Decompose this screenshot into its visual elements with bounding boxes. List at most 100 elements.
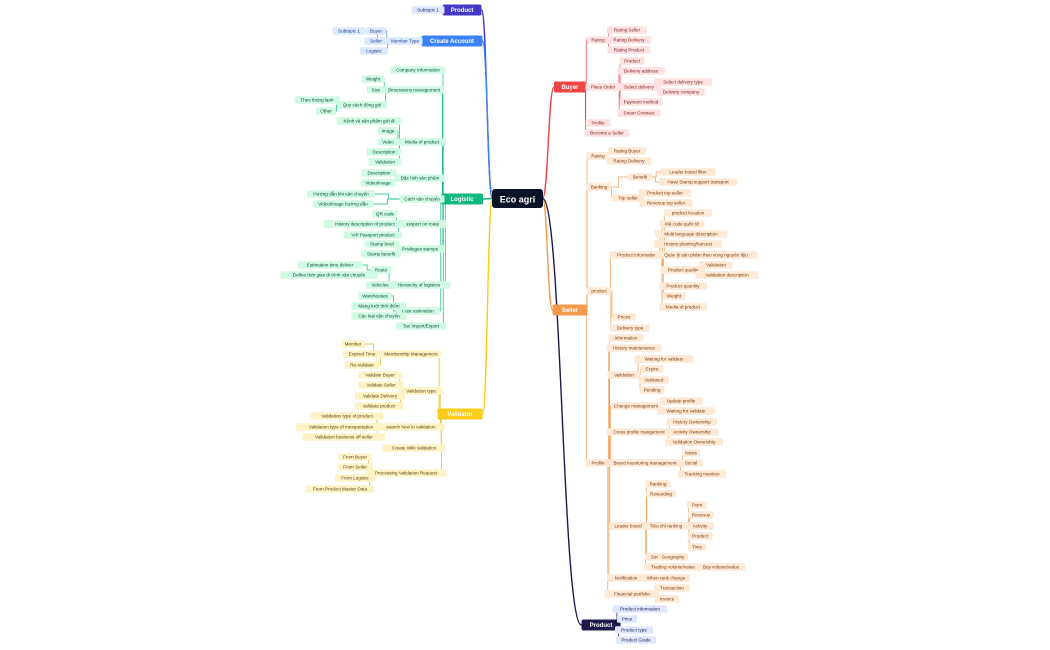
- topic-node-acc-sub[interactable]: Subtopic 1: [332, 27, 366, 35]
- topic-node-s-lb3[interactable]: Tiêu chí ranking: [642, 522, 690, 530]
- topic-node-b-prof[interactable]: Profile: [585, 119, 611, 127]
- topic-node-v-pv4[interactable]: From Product Master Data: [306, 485, 374, 493]
- topic-node-l-pass[interactable]: Passport on route: [396, 220, 446, 228]
- topic-node-s-profile[interactable]: Profile: [585, 459, 611, 467]
- topic-node-s-fp1[interactable]: Transaction: [654, 584, 690, 592]
- topic-node-s-ben[interactable]: Benefit: [627, 173, 653, 181]
- topic-node-b-sd2[interactable]: Delivery company: [657, 88, 705, 96]
- topic-node-s-t2[interactable]: Revenue: [688, 511, 714, 519]
- topic-node-b-po5[interactable]: Smart Contract: [617, 109, 661, 117]
- topic-node-s-prod[interactable]: product: [586, 287, 612, 295]
- topic-node-s-cm2[interactable]: Waiting for validate: [657, 407, 715, 415]
- topic-node-s-pi3[interactable]: Multi language description: [654, 230, 728, 238]
- topic-node-b-po1[interactable]: Product: [619, 57, 645, 65]
- topic-node-s-lb1[interactable]: Ranking: [645, 480, 671, 488]
- topic-node-s-pi6[interactable]: Product quantity: [659, 282, 707, 290]
- topic-node-l-w3[interactable]: Các loại vận chuyển: [351, 312, 407, 320]
- topic-node-s-t1[interactable]: Point: [687, 501, 707, 509]
- topic-node-s-v1[interactable]: Waiting for validate: [635, 355, 693, 363]
- topic-node-s-rating[interactable]: Rating: [586, 152, 610, 160]
- topic-node-l-priv[interactable]: Privileges stamps: [395, 245, 445, 253]
- topic-node-s-v4[interactable]: Pending: [639, 386, 665, 394]
- topic-node-s-notif[interactable]: Notification: [607, 574, 645, 582]
- topic-node-l-other[interactable]: Other: [316, 107, 336, 115]
- topic-node-l-w2[interactable]: Mạng lưới thời điểm: [351, 302, 407, 310]
- topic-node-v-vt1[interactable]: Validate Buyer: [358, 371, 402, 379]
- topic-node-s-pi2[interactable]: Mã code quốc tế: [659, 220, 705, 228]
- topic-node-acc-buyer[interactable]: Buyer: [366, 27, 386, 35]
- topic-node-v-pv[interactable]: Processing Validation Request: [366, 469, 446, 477]
- topic-node-l-weight[interactable]: Weight: [361, 75, 385, 83]
- topic-node-s-geo[interactable]: Geography: [658, 553, 688, 561]
- topic-node-l-d2[interactable]: Video/image: [360, 179, 396, 187]
- topic-node-l-p2[interactable]: History description of product: [323, 220, 407, 228]
- topic-node-v-rh3[interactable]: Validation business off seller: [302, 433, 386, 441]
- topic-node-s-top1[interactable]: Product top seller: [638, 189, 692, 197]
- topic-node-l-d1[interactable]: Description: [361, 169, 397, 177]
- topic-node-b-rating[interactable]: Rating: [586, 36, 610, 44]
- topic-node-l-s1[interactable]: Stamp level: [364, 240, 400, 248]
- topic-node-s-cm[interactable]: Change management: [611, 402, 661, 410]
- topic-node-l-c2[interactable]: Video/image hướng dẫn: [313, 200, 373, 208]
- central-topic[interactable]: Eco agri: [492, 189, 543, 208]
- topic-node-v-mm2[interactable]: Expired Time: [343, 350, 381, 358]
- topic-node-s-r2[interactable]: Rating Delivery: [606, 157, 652, 165]
- topic-node-p-sub[interactable]: Subtopic 1: [411, 6, 445, 14]
- topic-node-v-rh[interactable]: Research how to validation: [371, 423, 445, 431]
- topic-node-p2-1[interactable]: Product information: [612, 605, 668, 613]
- topic-node-s-fp2[interactable]: Invoice: [654, 595, 680, 603]
- topic-node-v-pv2[interactable]: From Seller: [337, 463, 373, 471]
- topic-node-l-p1[interactable]: QR code: [372, 210, 398, 218]
- topic-node-b-r3[interactable]: Rating Product: [607, 46, 651, 54]
- topic-node-b-bas[interactable]: Become a Seller: [584, 129, 630, 137]
- topic-node-s-cp3[interactable]: Validation Ownership: [665, 438, 723, 446]
- topic-node-s-top[interactable]: Top seller: [611, 194, 645, 202]
- topic-node-prod2[interactable]: Product: [581, 619, 621, 631]
- topic-node-s-pi7[interactable]: Weight: [662, 292, 686, 300]
- topic-node-s-bm1[interactable]: News: [682, 449, 700, 457]
- topic-node-s-bank[interactable]: Banking: [586, 183, 612, 191]
- topic-node-seller[interactable]: Seller: [552, 304, 588, 316]
- topic-node-s-t3[interactable]: Activity: [686, 522, 714, 530]
- topic-node-l-dim[interactable]: Dimensions management: [384, 86, 444, 94]
- topic-node-s-bm[interactable]: Brand monitoring management: [607, 459, 683, 467]
- topic-node-s-r1[interactable]: Rating Buyer: [608, 147, 646, 155]
- topic-node-v-rh1[interactable]: Validation type of product: [310, 412, 384, 420]
- topic-node-l-theo[interactable]: Theo thùng lạnh: [294, 96, 340, 104]
- topic-node-v-pv3[interactable]: From Logistic: [335, 474, 375, 482]
- topic-node-p2-2[interactable]: Price: [617, 615, 637, 623]
- topic-node-l-p3[interactable]: VIP Passport product: [344, 231, 402, 239]
- topic-node-s-wrc[interactable]: When rank change: [642, 574, 690, 582]
- topic-node-l-quy[interactable]: Quy cách đóng gói: [337, 101, 387, 109]
- topic-node-b-po[interactable]: Place Order: [585, 83, 621, 91]
- topic-node-s-top2[interactable]: Revenue top seller: [639, 199, 693, 207]
- topic-node-l-dac[interactable]: Đặc tính sản phẩm: [395, 174, 445, 182]
- topic-node-l-m4[interactable]: Description: [366, 148, 402, 156]
- topic-node-s-ben2[interactable]: Have Stamp support transport: [659, 178, 737, 186]
- topic-node-v-vt2[interactable]: Validate Seller: [358, 381, 404, 389]
- topic-node-s-pq[interactable]: Product quality: [660, 266, 706, 274]
- topic-node-v-vt4[interactable]: Validate product: [355, 402, 403, 410]
- topic-node-s-lb2[interactable]: Rewarding: [646, 490, 676, 498]
- topic-node-l-c1[interactable]: Hướng dẫn khi vận chuyển: [307, 190, 375, 198]
- topic-node-l-media[interactable]: Media of product: [398, 138, 446, 146]
- topic-node-s-v2[interactable]: Expire: [640, 365, 664, 373]
- topic-node-l-m3[interactable]: Video: [378, 138, 398, 146]
- topic-node-l-m5[interactable]: Validation: [368, 158, 402, 166]
- topic-node-v-mm3[interactable]: Re-Validate: [344, 361, 380, 369]
- topic-node-v-wiki[interactable]: Create Wiki validation: [382, 444, 446, 452]
- topic-node-l-size[interactable]: Size: [367, 86, 385, 94]
- topic-node-v-vt[interactable]: Validation type: [398, 387, 444, 395]
- topic-node-acc-log[interactable]: Logistic: [360, 47, 388, 55]
- topic-node-s-lb[interactable]: Leader board: [609, 522, 647, 530]
- topic-node-v-pv1[interactable]: From Buyer: [338, 453, 372, 461]
- topic-node-l-r2[interactable]: Define thời gian đi trình vận chuyển: [280, 271, 378, 279]
- topic-node-s-pi8[interactable]: Media of product: [659, 303, 707, 311]
- topic-node-l-r1[interactable]: Estimation time deliver: [297, 261, 363, 269]
- topic-node-s-fp[interactable]: Financial portfolio: [604, 590, 660, 598]
- topic-node-v-mm[interactable]: Membership Management: [381, 350, 441, 358]
- topic-node-v-vt3[interactable]: Validate Delivery: [355, 392, 405, 400]
- topic-node-l-hier[interactable]: Hierarchy of logistics: [387, 281, 451, 289]
- topic-node-s-t5[interactable]: Time: [688, 543, 706, 551]
- topic-node-l-m2[interactable]: Image: [378, 127, 398, 135]
